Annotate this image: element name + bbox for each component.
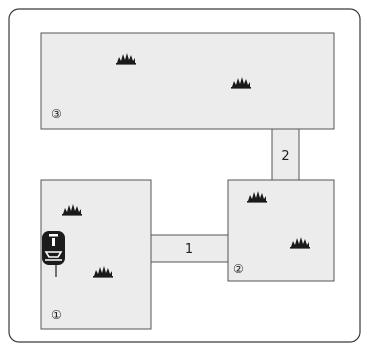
passage-1-label: 1 — [185, 242, 193, 257]
zone-1: ① — [40, 179, 152, 330]
passage-2: 2 — [271, 128, 300, 181]
zone-2-area — [227, 179, 335, 282]
passage-1: 1 — [150, 234, 229, 263]
zone-2: ② — [227, 179, 335, 282]
zone-3: ③ — [40, 32, 335, 130]
passage-2-label: 2 — [281, 149, 289, 164]
passage-1-area — [150, 234, 229, 263]
zone-1-number: ① — [51, 308, 62, 322]
passage-2-area — [271, 128, 300, 181]
zone-3-number: ③ — [51, 107, 62, 121]
zone-3-area — [40, 32, 335, 130]
robotic-mower-icon — [42, 231, 65, 277]
zone-2-number: ② — [233, 262, 244, 276]
